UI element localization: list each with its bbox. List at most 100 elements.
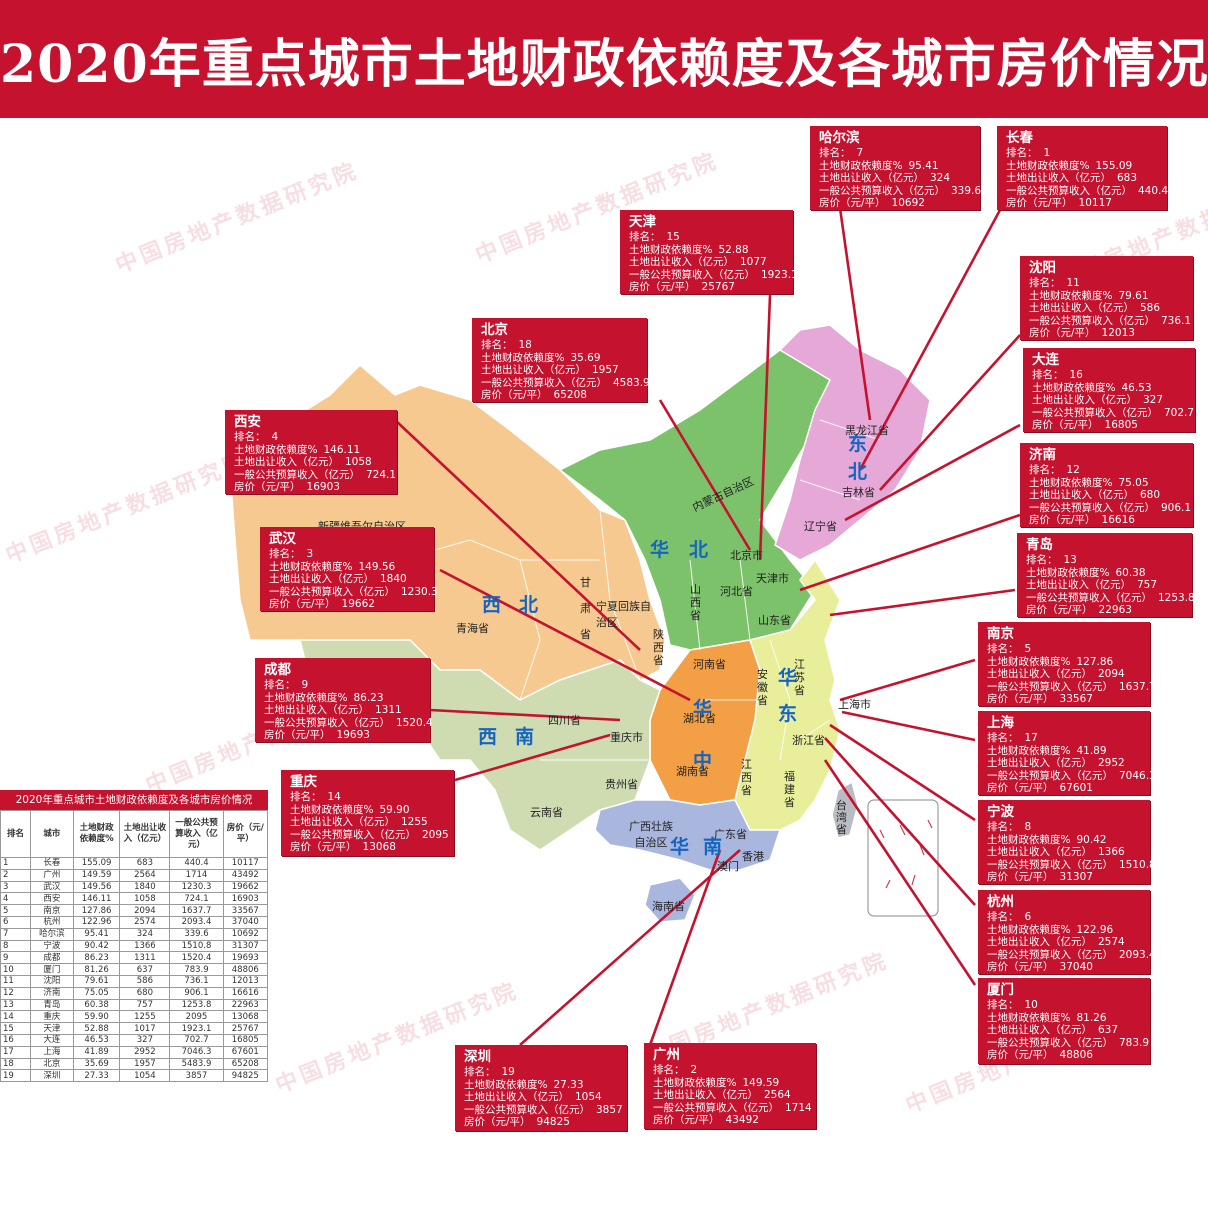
province-label: 香港 [742, 850, 764, 863]
table-cell: 7 [0, 927, 32, 941]
province-label: 山东省 [758, 614, 791, 627]
table-cell: 86.23 [72, 951, 121, 965]
province-label: 吉林省 [842, 486, 875, 499]
table-cell: 52.88 [72, 1022, 121, 1035]
province-borders [399, 419, 881, 761]
city-callout-chongqing: 重庆 排名：14 土地财政依赖度%59.90 土地出让收入（亿元）1255 一般… [281, 770, 454, 856]
province-label: 海南省 [652, 900, 685, 913]
table-cell: 8 [0, 939, 32, 953]
province-label: 江苏省 [794, 658, 805, 697]
table-cell: 783.9 [169, 963, 224, 976]
callout-city-name: 沈阳 [1029, 260, 1056, 276]
callout-city-name: 哈尔滨 [819, 130, 860, 146]
china-region-map [229, 207, 1021, 1046]
table-cell: 59.90 [72, 1010, 121, 1024]
table-cell: 324 [119, 927, 171, 941]
city-callout-changchun: 长春 排名：1 土地财政依赖度%155.09 土地出让收入（亿元）683 一般公… [997, 126, 1168, 210]
table-cell: 31307 [222, 939, 269, 953]
city-callout-dalian: 大连 排名：16 土地财政依赖度%46.53 土地出让收入（亿元）327 一般公… [1023, 348, 1195, 432]
province-label: 河北省 [720, 585, 753, 598]
table-cell: 17 [0, 1045, 32, 1059]
table-cell: 37040 [222, 915, 269, 929]
table-cell: 14 [0, 1010, 32, 1024]
city-callout-jinan: 济南 排名：12 土地财政依赖度%75.05 土地出让收入（亿元）680 一般公… [1020, 443, 1193, 527]
province-label: 广西壮族自治区 [629, 820, 673, 849]
table-cell: 1058 [119, 892, 171, 906]
table-cell: 637 [119, 963, 171, 976]
province-label: 北京市 [730, 549, 763, 562]
region-northeast [774, 324, 931, 561]
table-cell: 2 [0, 868, 32, 882]
table-cell: 11 [0, 974, 32, 988]
city-callout-hangzhou: 杭州 排名：6 土地财政依赖度%122.96 土地出让收入（亿元）2574 一般… [978, 890, 1156, 974]
region-label-northwest: 西北 [482, 594, 557, 616]
table-cell: 上海 [30, 1045, 74, 1059]
table-cell: 1714 [169, 868, 224, 882]
city-callout-shanghai: 上海 排名：17 土地财政依赖度%41.89 土地出让收入（亿元）2952 一般… [978, 711, 1156, 795]
province-label: 安徽省 [757, 668, 768, 707]
province-label: 甘肃省 [580, 576, 591, 641]
table-cell: 重庆 [30, 1010, 74, 1024]
table-cell: 成都 [30, 951, 74, 965]
province-label: 澳门 [717, 860, 739, 873]
table-cell: 12 [0, 986, 32, 1000]
table-cell: 杭州 [30, 915, 74, 929]
table-cell: 19662 [222, 880, 269, 894]
table-cell: 736.1 [169, 974, 224, 988]
city-callout-wuhan: 武汉 排名：3 土地财政依赖度%149.56 土地出让收入（亿元）1840 一般… [260, 527, 438, 611]
table-cell: 13068 [222, 1010, 269, 1024]
table-cell: 19693 [222, 951, 269, 965]
island-taiwan [831, 780, 859, 839]
table-cell: 大连 [30, 1033, 74, 1047]
table-cell: 1253.8 [169, 998, 224, 1012]
city-callout-nanjing: 南京 排名：5 土地财政依赖度%127.86 土地出让收入（亿元）2094 一般… [978, 622, 1156, 706]
province-label: 台湾省 [836, 799, 847, 836]
table-cell: 10117 [222, 857, 269, 870]
table-header: 一般公共预算收入（亿元） [169, 810, 224, 858]
region-label-south: 华南 [670, 836, 737, 858]
region-label-southwest: 西南 [478, 726, 553, 748]
ranking-table: 排名 城市 土地财政依赖度% 土地出让收入（亿元） 一般公共预算收入（亿元） 房… [0, 810, 269, 1083]
province-label: 江西省 [741, 758, 752, 797]
province-label: 贵州省 [605, 778, 638, 791]
province-label: 黑龙江省 [845, 424, 889, 437]
table-cell: 155.09 [72, 857, 121, 870]
title-banner: 2020年重点城市土地财政依赖度及各城市房价情况 [0, 0, 1208, 118]
table-cell: 94825 [222, 1069, 269, 1083]
table-cell: 1054 [119, 1069, 171, 1083]
callout-city-name: 天津 [629, 214, 656, 230]
province-label: 河南省 [693, 658, 726, 671]
table-cell: 41.89 [72, 1045, 121, 1059]
table-cell: 60.38 [72, 998, 121, 1012]
province-label: 辽宁省 [804, 520, 837, 533]
region-label-central: 华中 [693, 698, 713, 772]
table-cell: 天津 [30, 1022, 74, 1035]
table-cell: 2093.4 [169, 915, 224, 929]
table-cell: 9 [0, 951, 32, 965]
table-cell: 济南 [30, 986, 74, 1000]
city-callout-xiamen: 厦门 排名：10 土地财政依赖度%81.26 土地出让收入（亿元）637 一般公… [978, 978, 1150, 1064]
province-label: 青海省 [456, 622, 489, 635]
table-cell: 16903 [222, 892, 269, 906]
callout-city-name: 武汉 [269, 531, 296, 547]
table-cell: 586 [119, 974, 171, 988]
table-cell: 149.56 [72, 880, 121, 894]
table-cell: 19 [0, 1069, 32, 1083]
table-cell: 79.61 [72, 974, 121, 988]
table-cell: 1230.3 [169, 880, 224, 894]
city-callout-xian: 西安 排名：4 土地财政依赖度%146.11 土地出让收入（亿元）1058 一般… [225, 410, 397, 494]
callout-city-name: 成都 [264, 662, 291, 678]
table-cell: 5483.9 [169, 1057, 224, 1071]
city-callout-chengdu: 成都 排名：9 土地财政依赖度%86.23 土地出让收入（亿元）1311 一般公… [255, 658, 433, 742]
island-hainan [644, 877, 696, 923]
table-cell: 7046.3 [169, 1045, 224, 1059]
